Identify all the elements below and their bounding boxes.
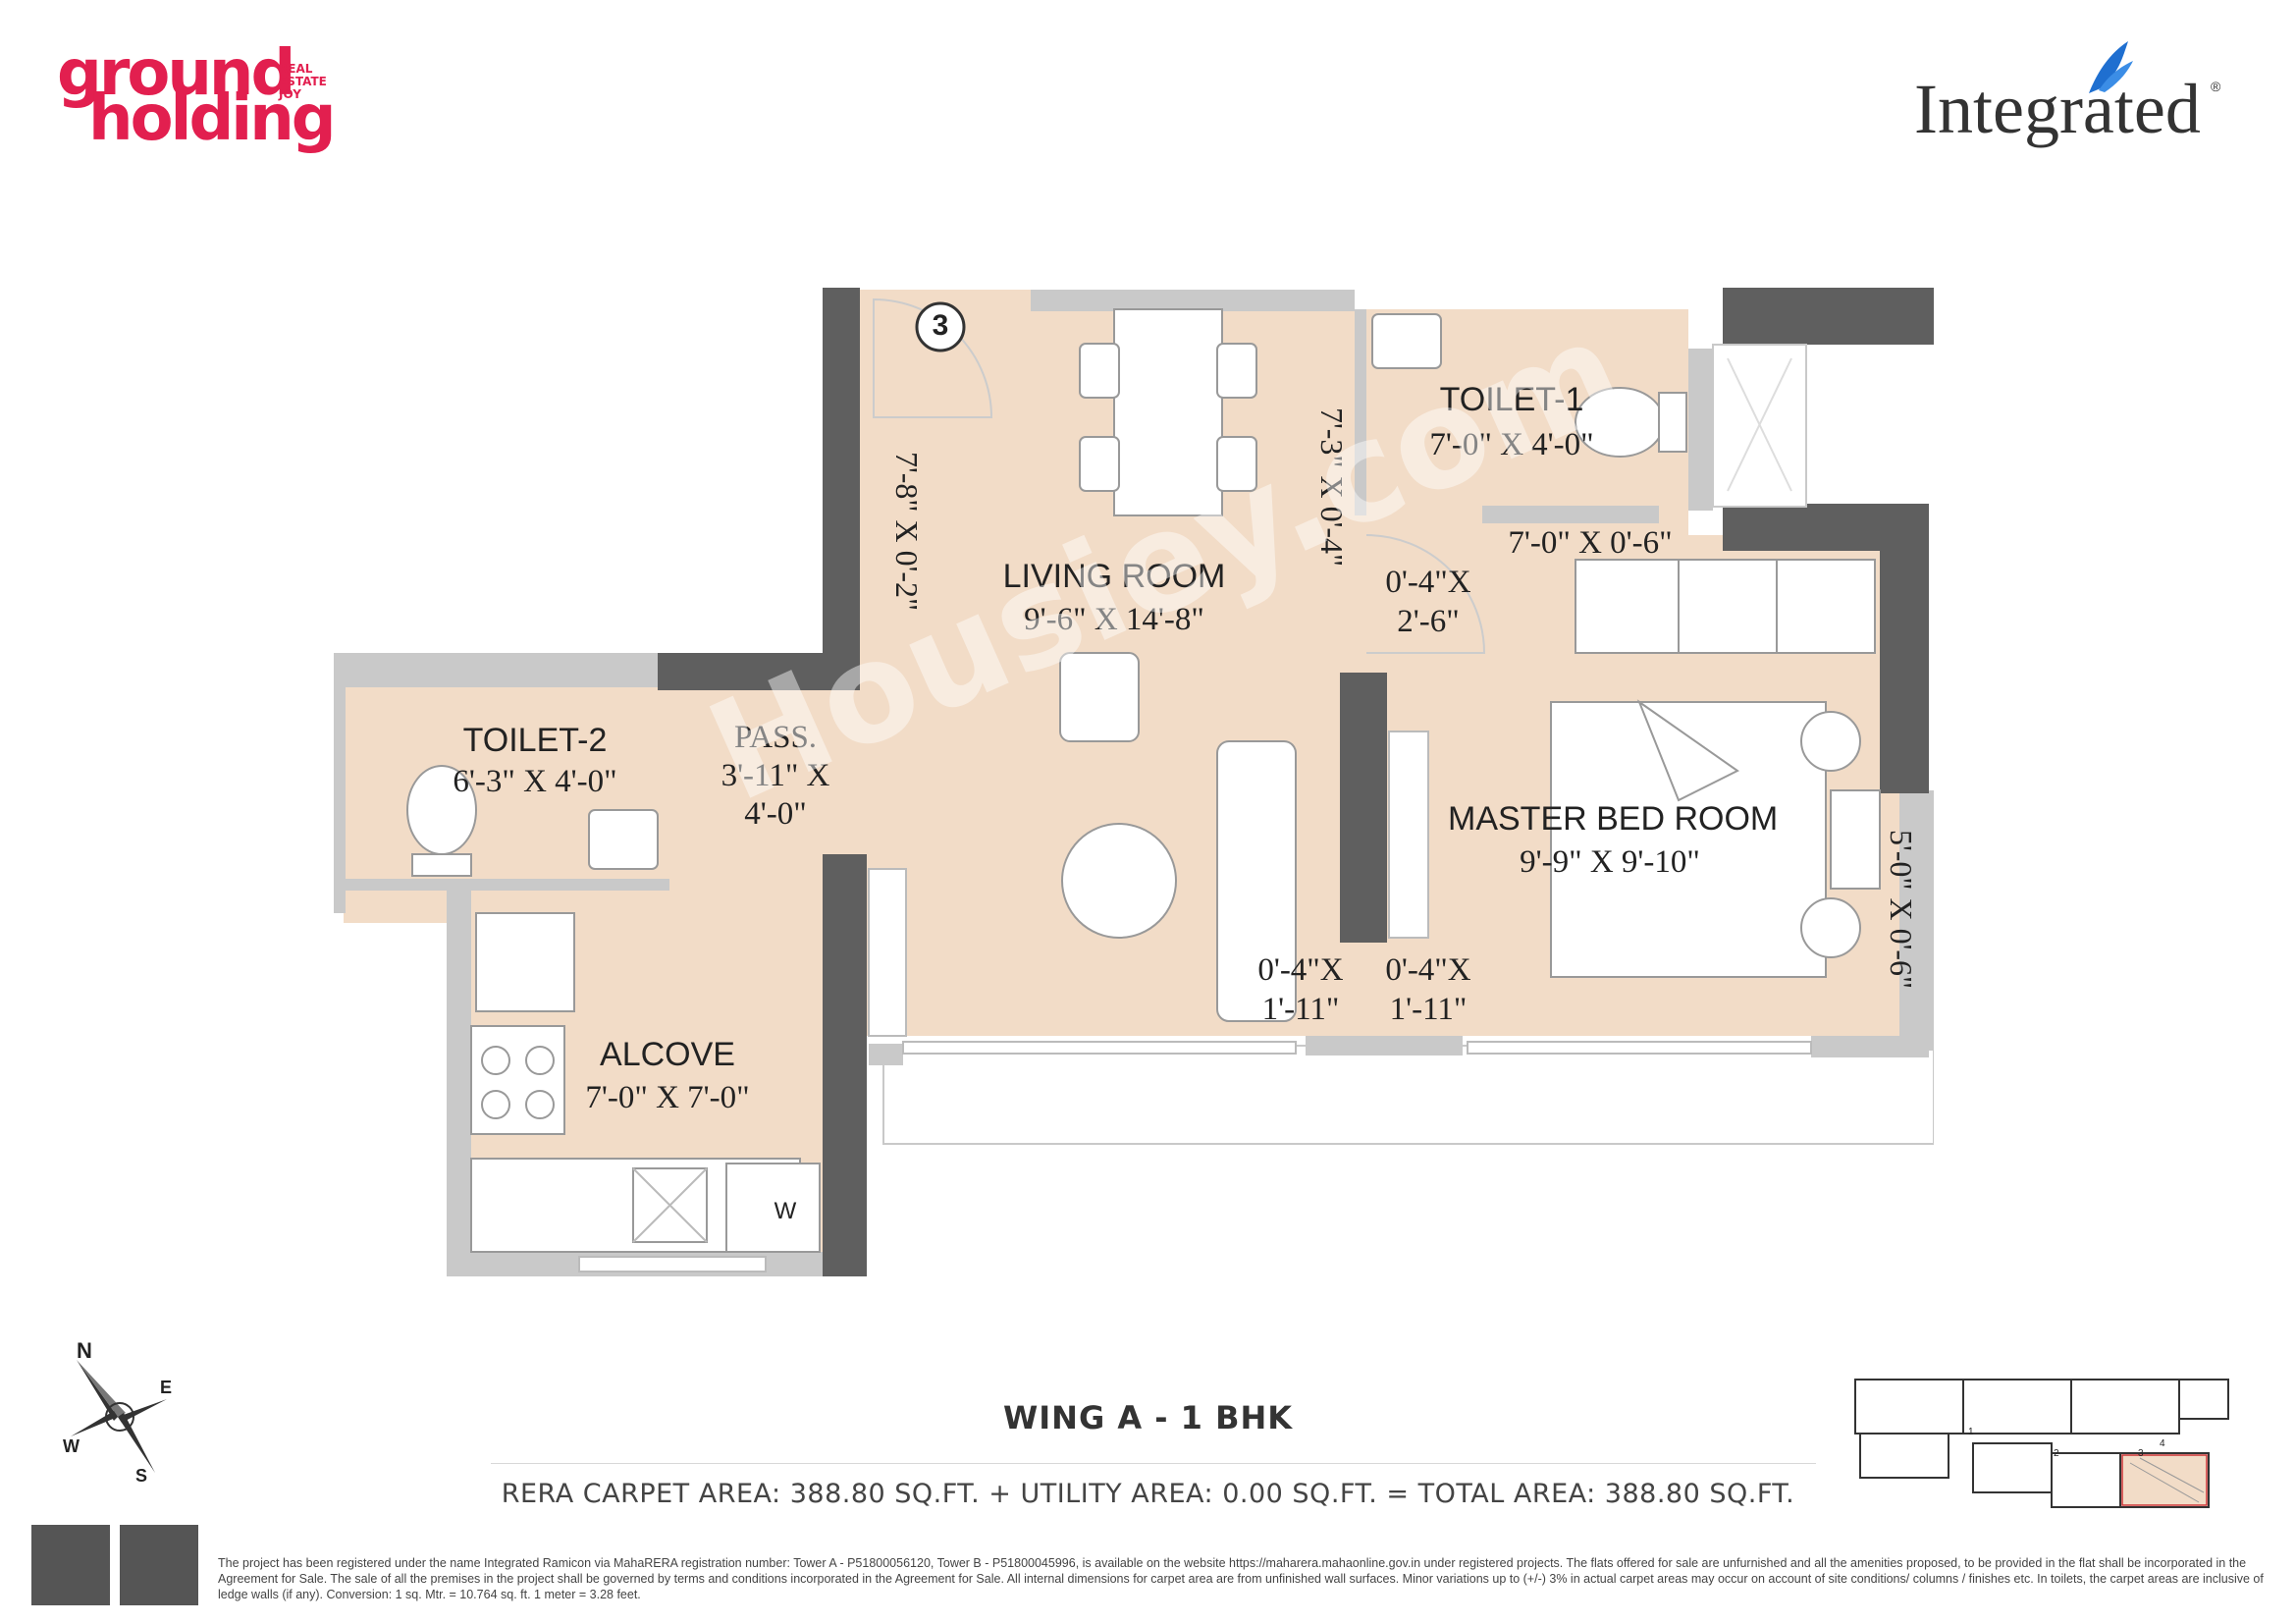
left-wall-dim: 7'-8" X 0'-2" bbox=[889, 452, 925, 612]
logo-text-holding: holding bbox=[88, 82, 337, 155]
compass-w: W bbox=[63, 1436, 80, 1456]
balcony-area bbox=[882, 1045, 1934, 1145]
logo-tag-estate: ESTATE bbox=[279, 75, 327, 88]
niche1-dim-a: 0'-4"X bbox=[1385, 565, 1471, 600]
toilet1-left-wall bbox=[1355, 309, 1366, 515]
living-left-wall bbox=[823, 288, 860, 690]
compass-s: S bbox=[135, 1466, 148, 1486]
toilet2-label: TOILET-2 bbox=[462, 722, 608, 759]
armchair bbox=[1059, 652, 1140, 742]
compass: N E S W bbox=[57, 1338, 185, 1488]
brand-name: Integrated bbox=[1914, 70, 2201, 148]
qr-code-1 bbox=[31, 1525, 110, 1605]
logo-tag-joy: JOY bbox=[279, 87, 301, 101]
toilet1-label: TOILET-1 bbox=[1439, 381, 1584, 418]
master-bedroom-dim: 9'-9" X 9'-10" bbox=[1520, 844, 1700, 880]
pass-top-wall bbox=[658, 653, 860, 690]
keyplan-label-4: 4 bbox=[2160, 1438, 2165, 1449]
wardrobe bbox=[1575, 559, 1876, 654]
toilet2-left-wall bbox=[334, 653, 346, 913]
living-bottom-wall bbox=[1306, 1036, 1463, 1056]
top-right-column bbox=[1723, 288, 1934, 345]
living-room-dim: 9'-6" X 14'-8" bbox=[1024, 602, 1204, 637]
logo-tag-real: REAL bbox=[279, 62, 313, 76]
toilet1-ledge-dim: 7'-0" X 0'-6" bbox=[1508, 525, 1673, 561]
toilet1-dim: 7'-0" X 4'-0" bbox=[1429, 427, 1594, 462]
niche2-dim-a: 0'-4"X bbox=[1257, 952, 1344, 988]
bedroom-left-column bbox=[1340, 673, 1387, 943]
alcove-dim: 7'-0" X 7'-0" bbox=[585, 1080, 750, 1115]
floor-plan-drawing bbox=[334, 288, 1934, 1276]
wing-title: WING A - 1 BHK bbox=[1002, 1399, 1294, 1436]
coffee-table bbox=[1061, 823, 1177, 939]
living-window bbox=[902, 1041, 1297, 1055]
keyplan-label-2: 2 bbox=[2054, 1448, 2059, 1459]
floor-plan: 3 LIVING ROOM 9'-6" X 14'-8" TOILET-1 7'… bbox=[324, 280, 1934, 1291]
niche2-dim-b: 1'-11" bbox=[1261, 992, 1340, 1027]
compass-n: N bbox=[77, 1338, 92, 1363]
registered-mark: ® bbox=[2211, 79, 2221, 94]
compass-rose-icon bbox=[71, 1360, 167, 1473]
groundholding-logo: ground holding REAL ESTATE JOY bbox=[57, 37, 351, 155]
disclaimer: The project has been registered under th… bbox=[218, 1556, 2264, 1601]
pass-dim1: 3'-11" X bbox=[721, 758, 830, 793]
niche3-dim-b: 1'-11" bbox=[1389, 992, 1468, 1027]
washing-machine-label: W bbox=[774, 1198, 797, 1224]
keyplan-label-3: 3 bbox=[2138, 1448, 2144, 1459]
pass-dim2: 4'-0" bbox=[744, 796, 807, 832]
area-summary: RERA CARPET AREA: 388.80 SQ.FT. + UTILIT… bbox=[501, 1479, 1795, 1509]
toilet1-bottom-wall bbox=[1482, 506, 1659, 523]
key-plan-drawing bbox=[1854, 1379, 2229, 1508]
sofa bbox=[1216, 740, 1297, 1022]
alcove-right-wall bbox=[823, 854, 867, 1276]
keyplan-label-1: 1 bbox=[1968, 1427, 1974, 1437]
toilet2-bottom-wall bbox=[346, 879, 669, 891]
unit-number: 3 bbox=[932, 309, 949, 342]
living-room-label: LIVING ROOM bbox=[1002, 558, 1226, 595]
alcove-window bbox=[578, 1256, 767, 1272]
bedroom-right-wall bbox=[1880, 504, 1929, 793]
toilet1-basin bbox=[1371, 313, 1442, 369]
bedroom-side-window bbox=[1388, 731, 1429, 939]
divider bbox=[491, 1463, 1816, 1464]
toilet1-right-wall bbox=[1688, 349, 1713, 511]
wing-icon bbox=[2089, 41, 2133, 93]
niche1-dim-b: 2'-6" bbox=[1397, 604, 1460, 639]
dining-table bbox=[1113, 308, 1223, 516]
logo-text-ground: ground bbox=[57, 37, 295, 110]
toilet2-top-wall bbox=[334, 653, 658, 687]
living-top-wall bbox=[1031, 290, 1355, 311]
niche3-dim-a: 0'-4"X bbox=[1385, 952, 1471, 988]
living-bottom-left-wall bbox=[869, 1044, 903, 1065]
living-side-window bbox=[868, 868, 907, 1037]
washing-machine bbox=[725, 1163, 821, 1253]
master-bedroom-label: MASTER BED ROOM bbox=[1448, 800, 1779, 838]
qr-code-2 bbox=[120, 1525, 198, 1605]
alcove-label: ALCOVE bbox=[600, 1036, 735, 1073]
hob bbox=[470, 1025, 565, 1135]
bedroom-window bbox=[1467, 1041, 1812, 1055]
bedroom-right-light-wall bbox=[1899, 790, 1934, 1051]
toilet2-basin bbox=[588, 809, 659, 870]
living-right-dim: 7'-3" X 0'-4" bbox=[1314, 407, 1350, 568]
pass-label: PASS. bbox=[733, 720, 818, 755]
unit-number-circle bbox=[915, 301, 966, 352]
alcove-left-wall bbox=[447, 884, 471, 1276]
right-wall-dim: 5'-0" X 0'-6" bbox=[1884, 830, 1919, 990]
toilet2-dim: 6'-3" X 4'-0" bbox=[453, 764, 617, 799]
key-plan: 1 2 3 4 bbox=[1845, 1370, 2238, 1527]
compass-e: E bbox=[160, 1378, 173, 1397]
integrated-logo: Integrated ® bbox=[1914, 39, 2248, 167]
kitchen-counter bbox=[475, 912, 575, 1012]
